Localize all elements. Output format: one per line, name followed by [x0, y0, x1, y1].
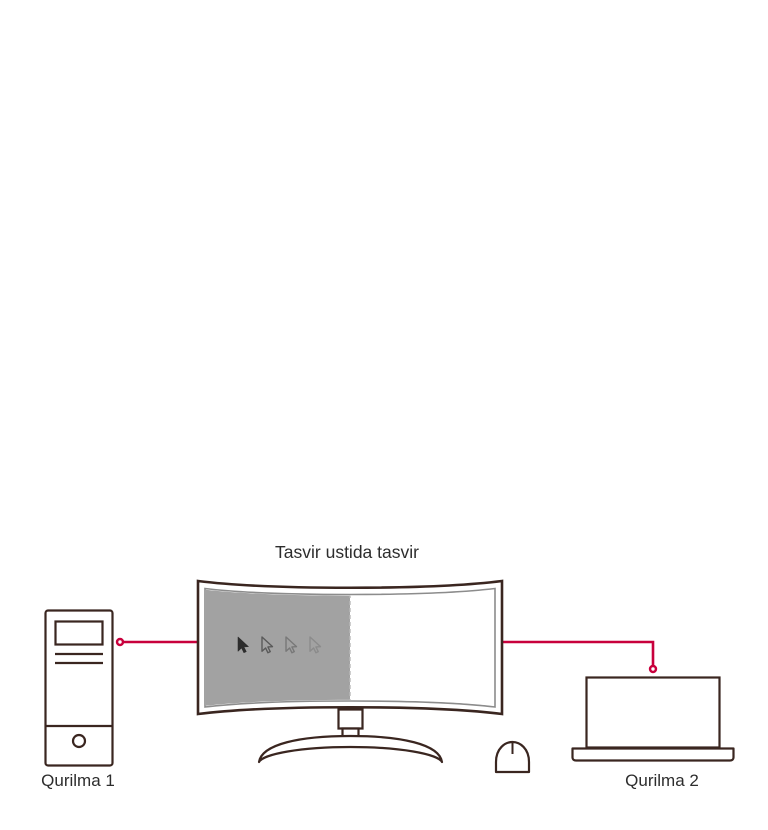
mouse-body: [494, 740, 531, 774]
connector-endpoint-laptop-center: [651, 667, 655, 671]
monitor-screen: [206, 589, 494, 706]
cursor-trail: [237, 636, 322, 654]
device-one-label: Qurilma 1: [41, 771, 115, 790]
desktop-tower-icon: [44, 609, 114, 767]
laptop-screen: [585, 676, 721, 749]
monitor-base: [257, 734, 444, 764]
cursor-arrow-1: [237, 636, 249, 654]
monitor-neck-upper: [337, 708, 364, 730]
cursor-arrow-4: [309, 636, 322, 654]
tower-power-button[interactable]: [71, 733, 87, 749]
device-two-label: Qurilma 2: [625, 771, 699, 790]
connector-endpoint-tower-center: [118, 640, 122, 644]
curved-monitor-icon: [196, 579, 504, 764]
connection-monitor-to-laptop: [497, 640, 658, 674]
connection-tower-to-monitor: [115, 637, 205, 647]
cursor-arrow-2: [261, 636, 274, 654]
connector-line-right: [497, 640, 655, 667]
laptop-icon: [571, 676, 735, 762]
monitor-screen-left-panel: [206, 589, 350, 706]
diagram-title: Tasvir ustida tasvir: [275, 542, 419, 562]
cursor-arrow-3: [285, 636, 298, 654]
laptop-base: [571, 747, 735, 762]
tower-drive-bay: [54, 620, 104, 646]
computer-mouse-icon: [494, 740, 531, 774]
